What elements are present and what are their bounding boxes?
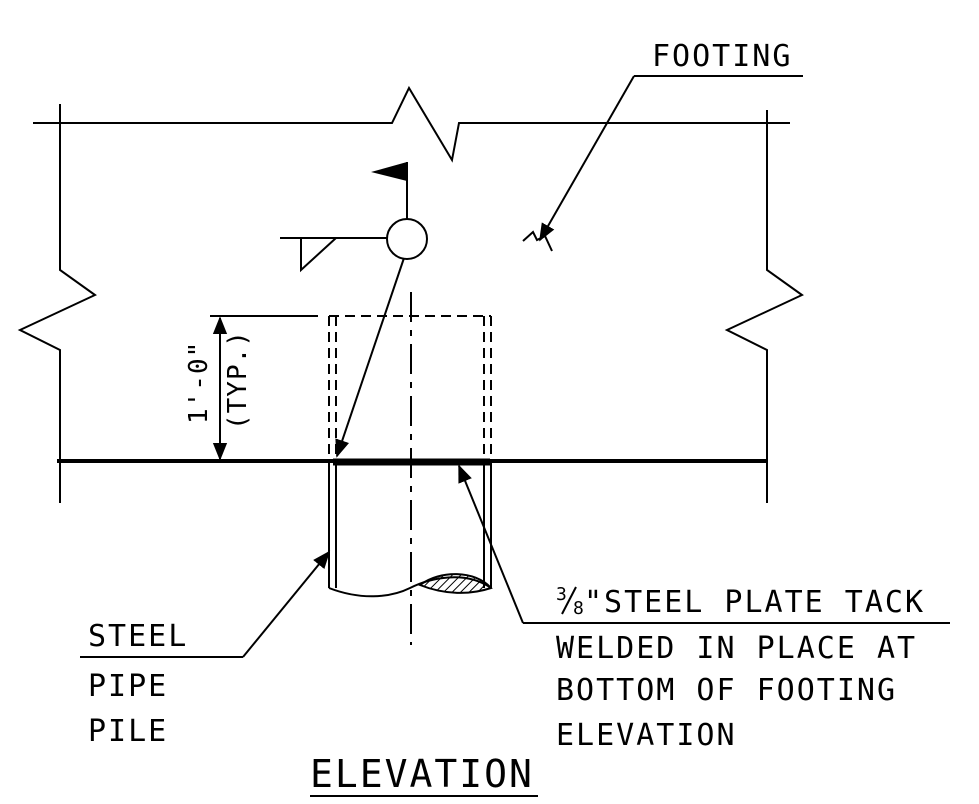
plate-note-line3: BOTTOM OF FOOTING [556, 673, 897, 708]
plate-note-line1: "STEEL PLATE TACK [584, 585, 925, 620]
footing-top-edge [33, 85, 790, 163]
plate-fraction-denominator: 8 [573, 598, 584, 619]
concrete-symbol-icon [522, 230, 553, 252]
plate-note-line4: ELEVATION [556, 718, 737, 753]
plate-note-line2: WELDED IN PLACE AT [556, 631, 917, 666]
footing-outline [17, 85, 804, 503]
plate-fraction-numerator: 3 [556, 584, 567, 605]
plate-fraction-bar [561, 586, 577, 615]
dimension-value: 1'-0" [184, 341, 214, 424]
pile-label-line3: PILE [88, 714, 168, 749]
steel-pipe-pile-leader [80, 550, 331, 658]
weld-all-around-circle [386, 218, 428, 260]
pipe-section-hatch [417, 573, 493, 594]
pile-label-line2: PIPE [88, 669, 168, 704]
dimension-typ: (TYP.) [223, 330, 253, 430]
plate-note-leader [458, 464, 950, 624]
pile-label-line1: STEEL [88, 619, 188, 654]
field-weld-flag-icon [371, 162, 407, 181]
footing-leader [539, 75, 803, 242]
footing-right-edge [724, 110, 804, 503]
footing-left-edge [17, 104, 97, 503]
steel-pipe-pile [328, 462, 492, 598]
weld-leader [335, 257, 405, 458]
dimension-1ft [210, 315, 318, 461]
view-title: ELEVATION [310, 752, 534, 796]
footing-label: FOOTING [652, 39, 792, 74]
